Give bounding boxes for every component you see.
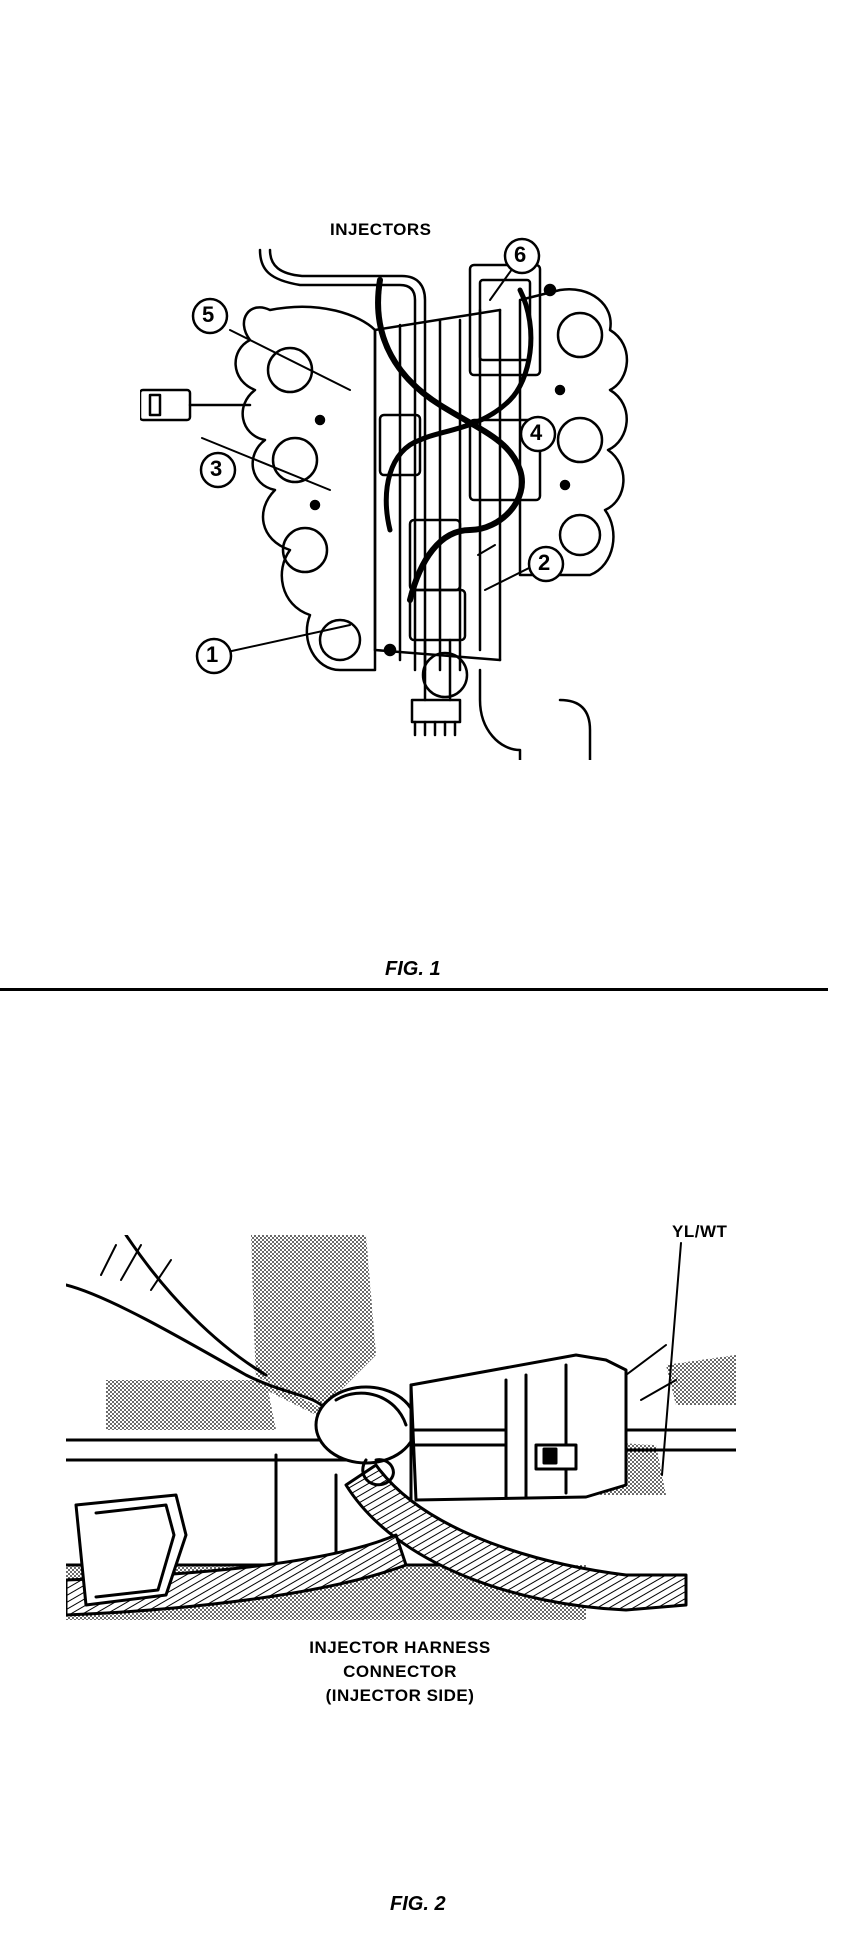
callout-3-number: 3 bbox=[210, 456, 223, 481]
callout-5-number: 5 bbox=[202, 302, 215, 327]
injector-harness-connector-diagram bbox=[66, 1235, 736, 1620]
connector-label-line2: CONNECTOR bbox=[343, 1662, 457, 1681]
callout-4 bbox=[519, 415, 557, 453]
callout-4-number: 4 bbox=[530, 420, 543, 445]
connector-label-line3: (INJECTOR SIDE) bbox=[325, 1686, 475, 1705]
fuel-injectors-diagram bbox=[140, 248, 629, 760]
callout-2-number: 2 bbox=[538, 550, 551, 575]
callout-3 bbox=[199, 451, 237, 489]
callout-1 bbox=[195, 637, 233, 675]
connector-label: INJECTOR HARNESS CONNECTOR (INJECTOR SID… bbox=[250, 1636, 550, 1708]
callout-6 bbox=[503, 237, 541, 275]
callout-6-number: 6 bbox=[514, 242, 527, 267]
figure1-caption: FIG. 1 bbox=[385, 958, 441, 980]
connector-label-line1: INJECTOR HARNESS bbox=[309, 1638, 491, 1657]
section-divider bbox=[0, 988, 828, 991]
figure1-title: INJECTORS bbox=[330, 220, 432, 239]
wire-color-label: YL/WT bbox=[672, 1222, 728, 1241]
callout-2 bbox=[527, 545, 565, 583]
callout-1-number: 1 bbox=[206, 642, 219, 667]
callout-5 bbox=[191, 297, 229, 335]
figure2-caption: FIG. 2 bbox=[390, 1893, 446, 1915]
